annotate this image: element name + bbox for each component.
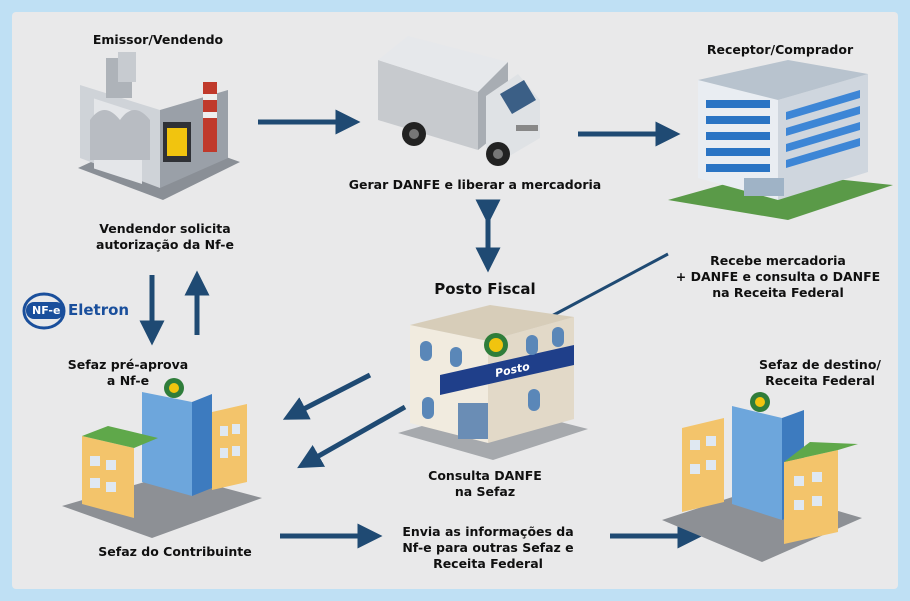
posto-caption: Consulta DANFE na Sefaz [428, 468, 542, 499]
posto-title: Posto Fiscal [434, 280, 536, 298]
office-building-illustration [668, 60, 893, 220]
receptor-title: Receptor/Comprador [706, 42, 854, 57]
emissor-caption: Vendendor solicita autorização da Nf-e [96, 221, 234, 252]
sefaz-contribuinte-buildings-illustration [62, 378, 262, 538]
nfe-badge-text: NF-e [32, 304, 61, 317]
sefaz-pre-caption: Sefaz pré-aprova a Nf-e [67, 357, 189, 388]
truck-illustration [378, 36, 540, 166]
truck-caption: Gerar DANFE e liberar a mercadoria [348, 177, 602, 192]
sefaz-contribuinte-label: Sefaz do Contribuinte [98, 544, 252, 559]
destino-caption: Sefaz de destino/ Receita Federal [759, 357, 881, 388]
factory-illustration [78, 52, 240, 200]
nfe-logo-icon [22, 292, 66, 330]
line-receptor-posto [547, 252, 669, 320]
arrow-posto-to-sefaz-1 [282, 372, 372, 420]
sefaz-destino-buildings-illustration [662, 392, 862, 562]
posto-fiscal-building-illustration: Posto [398, 305, 588, 460]
receptor-caption: Recebe mercadoria + DANFE e consulta o D… [675, 253, 881, 300]
emissor-title: Emissor/Vendendo [92, 32, 224, 47]
arrow-posto-to-sefaz-2 [297, 404, 407, 469]
eletron-logo: NF-e Eletron [18, 291, 130, 331]
eletron-text: Eletron [68, 301, 130, 319]
envia-caption: Envia as informações da Nf-e para outras… [402, 524, 574, 571]
